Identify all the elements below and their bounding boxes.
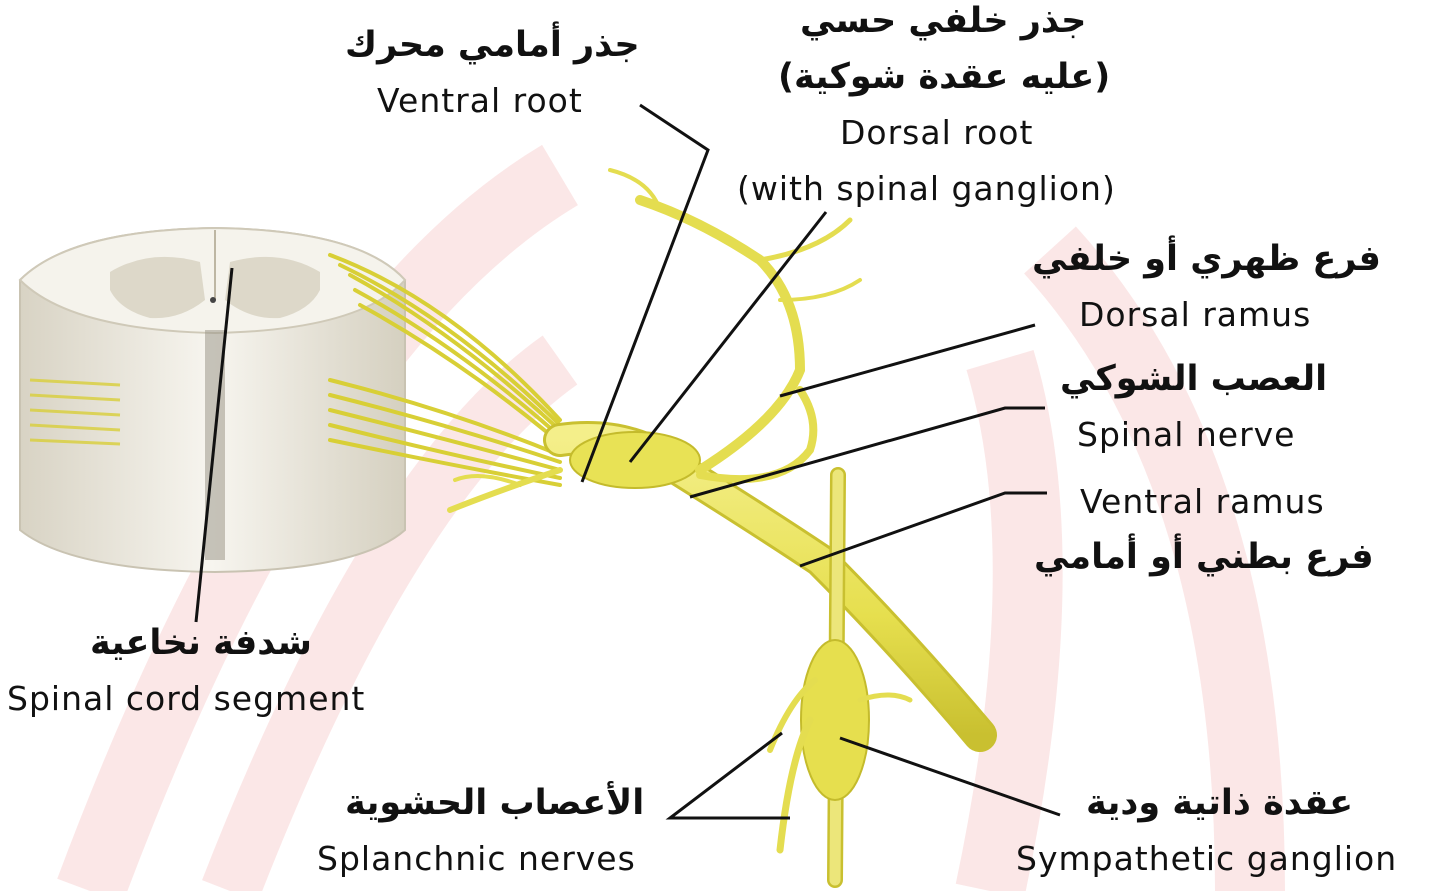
spinal-nerve-label-en: Spinal nerve bbox=[1077, 418, 1295, 451]
dorsal-ramus-label-ar: فرع ظهري أو خلفي bbox=[1032, 242, 1381, 277]
ventral-ramus-label-en: Ventral ramus bbox=[1080, 485, 1325, 518]
dorsal-root-label-ar1: جذر خلفي حسي bbox=[800, 4, 1086, 39]
sympathetic-ganglion-label-en: Sympathetic ganglion bbox=[1016, 842, 1397, 875]
dorsal-root-label-en1: Dorsal root bbox=[840, 116, 1033, 149]
dorsal-root-label-ar2: (عليه عقدة شوكية) bbox=[778, 60, 1110, 95]
spinal-cord-segment-label-en: Spinal cord segment bbox=[7, 682, 365, 715]
splanchnic-nerves-label-ar: الأعصاب الحشوية bbox=[345, 786, 644, 821]
dorsal-ramus-label-en: Dorsal ramus bbox=[1079, 298, 1311, 331]
ventral-root-label-en: Ventral root bbox=[377, 84, 583, 117]
ventral-root-label-ar: جذر أمامي محرك bbox=[345, 28, 640, 63]
dorsal-root-label-en2: (with spinal ganglion) bbox=[737, 172, 1116, 205]
spinal-cord-segment-label-ar: شدفة نخاعية bbox=[90, 626, 312, 661]
ventral-ramus-label-ar: فرع بطني أو أمامي bbox=[1034, 540, 1374, 575]
splanchnic-nerves-label-en: Splanchnic nerves bbox=[317, 842, 636, 875]
sympathetic-ganglion-label-ar: عقدة ذاتية ودية bbox=[1086, 786, 1353, 821]
spinal-nerve-label-ar: العصب الشوكي bbox=[1060, 362, 1327, 397]
